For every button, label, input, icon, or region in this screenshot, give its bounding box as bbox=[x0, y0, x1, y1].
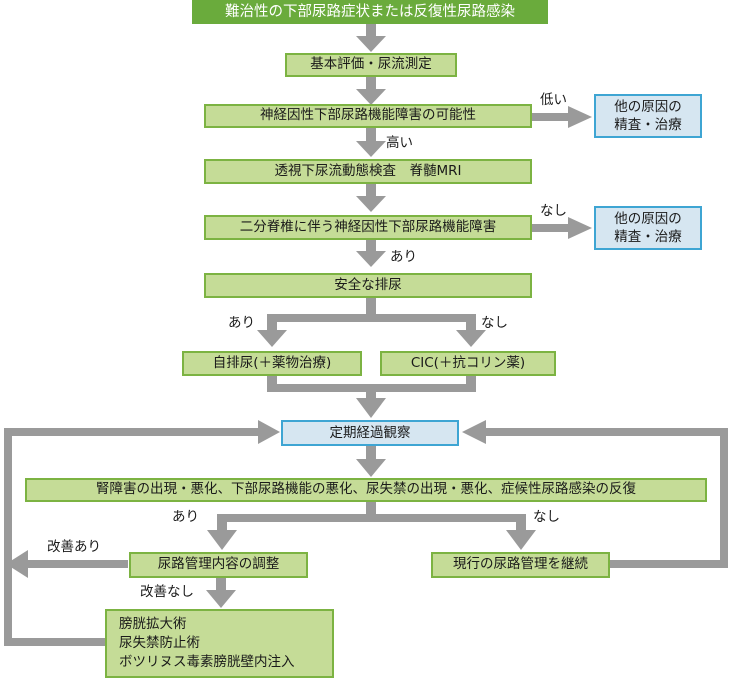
connector-line bbox=[267, 314, 476, 322]
edge-label-yes-2: あり bbox=[228, 315, 255, 331]
node-self-voiding: 自排尿(＋薬物治療) bbox=[182, 351, 362, 376]
edge-label-yes-3: あり bbox=[172, 509, 199, 525]
arrow-head bbox=[456, 330, 486, 347]
node-text-line: ボツリヌス毒素膀胱壁内注入 bbox=[119, 653, 295, 670]
node-basic-evaluation: 基本評価・尿流測定 bbox=[285, 53, 457, 77]
edge-label-none-2: なし bbox=[481, 315, 508, 331]
connector-line bbox=[217, 514, 526, 522]
arrow-head bbox=[506, 530, 536, 550]
connector-line bbox=[366, 128, 376, 144]
connector-line bbox=[516, 514, 526, 532]
node-neurogenic-possibility: 神経因性下部尿路機能障害の可能性 bbox=[204, 104, 532, 128]
node-text-line: 他の原因の bbox=[614, 98, 682, 115]
arrow-head bbox=[258, 420, 280, 444]
node-safe-voiding: 安全な排尿 bbox=[204, 273, 532, 298]
arrow-head bbox=[356, 459, 386, 477]
arrow-head bbox=[6, 550, 28, 578]
node-other-cause-2: 他の原因の 精査・治療 bbox=[594, 206, 702, 250]
edge-label-none-3: なし bbox=[533, 509, 560, 525]
node-text-line: 膀胱拡大術 bbox=[119, 616, 187, 633]
node-spina-bifida: 二分脊椎に伴う神経因性下部尿路機能障害 bbox=[204, 215, 532, 240]
connector-line bbox=[532, 113, 572, 121]
edge-label-high: 高い bbox=[386, 135, 413, 151]
connector-line bbox=[482, 428, 728, 436]
connector-line bbox=[216, 578, 226, 594]
arrow-head bbox=[207, 530, 237, 550]
connector-line bbox=[366, 388, 376, 402]
arrow-head bbox=[356, 398, 386, 418]
connector-line bbox=[366, 298, 376, 318]
node-start: 難治性の下部尿路症状または反復性尿路感染 bbox=[192, 0, 548, 24]
node-text-line: 精査・治療 bbox=[614, 229, 682, 245]
arrow-head bbox=[356, 196, 386, 212]
node-deterioration: 腎障害の出現・悪化、下部尿路機能の悪化、尿失禁の出現・悪化、症候性尿路感染の反復 bbox=[25, 478, 707, 502]
connector-line bbox=[532, 224, 572, 232]
connector-line bbox=[267, 314, 277, 332]
connector-line bbox=[16, 560, 128, 568]
node-continue-management: 現行の尿路管理を継続 bbox=[431, 552, 610, 578]
node-other-cause-1: 他の原因の 精査・治療 bbox=[594, 94, 702, 138]
connector-line bbox=[366, 184, 376, 200]
node-text-line: 他の原因の bbox=[614, 210, 682, 227]
arrow-head bbox=[356, 141, 386, 157]
arrow-head bbox=[356, 36, 386, 52]
edge-label-not-improved: 改善なし bbox=[140, 584, 194, 600]
connector-line bbox=[217, 514, 227, 532]
arrow-head bbox=[568, 217, 592, 239]
node-surgery-options: 膀胱拡大術 尿失禁防止術 ボツリヌス毒素膀胱壁内注入 bbox=[105, 609, 334, 678]
node-urodynamics-mri: 透視下尿流動態検査 脊髄MRI bbox=[204, 159, 532, 184]
connector-line bbox=[4, 428, 12, 646]
node-followup: 定期経過観察 bbox=[281, 420, 459, 446]
node-cic: CIC(＋抗コリン薬) bbox=[380, 351, 556, 376]
node-text-line: 精査・治療 bbox=[614, 117, 682, 133]
node-adjust-management: 尿路管理内容の調整 bbox=[129, 552, 308, 578]
connector-line bbox=[4, 428, 264, 436]
edge-label-yes-1: あり bbox=[390, 249, 417, 265]
connector-line bbox=[4, 638, 106, 646]
connector-line bbox=[366, 24, 376, 40]
arrow-head bbox=[568, 106, 592, 128]
edge-label-none-1: なし bbox=[540, 203, 567, 219]
connector-line bbox=[466, 314, 476, 332]
connector-line bbox=[366, 240, 376, 256]
arrow-head bbox=[206, 590, 236, 608]
arrow-head bbox=[462, 420, 486, 444]
arrow-head bbox=[356, 89, 386, 105]
edge-label-improved: 改善あり bbox=[47, 539, 101, 555]
connector-line bbox=[610, 560, 728, 568]
connector-line bbox=[366, 446, 376, 464]
arrow-head bbox=[356, 251, 386, 267]
connector-line bbox=[366, 502, 376, 520]
connector-line bbox=[366, 77, 376, 93]
arrow-head bbox=[257, 330, 287, 347]
edge-label-low: 低い bbox=[540, 92, 567, 108]
connector-line bbox=[720, 428, 728, 568]
node-text-line: 尿失禁防止術 bbox=[119, 635, 200, 652]
